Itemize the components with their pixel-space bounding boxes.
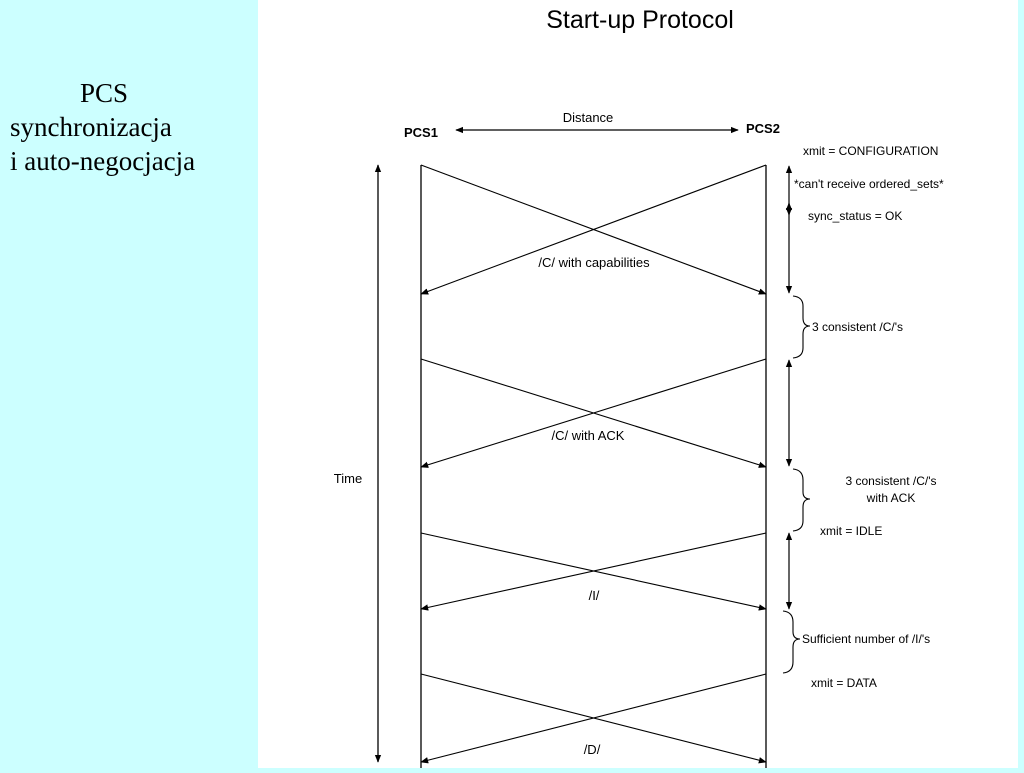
annotation-sufficient-i: Sufficient number of /I/'s	[802, 632, 930, 646]
consistent-c-brace	[792, 295, 811, 359]
diagram-title: Start-up Protocol	[546, 6, 734, 34]
annotation-consistent-c-ack-line1: 3 consistent /C/'s	[846, 474, 937, 488]
exchange-4-label: /D/	[584, 742, 601, 757]
slide-heading: PCS synchronizacja i auto-negocjacja	[0, 76, 258, 178]
consistent-c-ack-brace	[792, 468, 811, 532]
annotation-xmit-idle: xmit = IDLE	[820, 524, 882, 538]
distance-label: Distance	[563, 110, 614, 125]
time-label: Time	[334, 471, 362, 486]
annotation-consistent-c-ack-line2: with ACK	[866, 491, 916, 505]
annotation-cant-receive: *can't receive ordered_sets*	[794, 177, 944, 191]
exchange-2-label: /C/ with ACK	[552, 428, 625, 443]
heading-line-synchronizacja: synchronizacja	[10, 112, 172, 142]
endpoint-pcs1: PCS1	[404, 125, 438, 140]
diagram-panel: Start-up Protocol PCS1 PCS2 Distance Tim…	[258, 0, 1018, 768]
endpoint-pcs2: PCS2	[746, 121, 780, 136]
startup-protocol-diagram: Start-up Protocol PCS1 PCS2 Distance Tim…	[334, 6, 944, 768]
exchange-1-right-to-left	[420, 164, 767, 295]
sufficient-i-brace	[782, 610, 801, 674]
annotation-consistent-c: 3 consistent /C/'s	[812, 320, 903, 334]
exchange-3-label: /I/	[589, 588, 600, 603]
exchange-1-label: /C/ with capabilities	[538, 255, 650, 270]
annotation-xmit-configuration: xmit = CONFIGURATION	[803, 144, 938, 158]
panel-right-border	[1018, 0, 1024, 768]
exchange-3-right-to-left	[420, 532, 767, 611]
annotation-sync-status: sync_status = OK	[808, 209, 902, 223]
heading-line-pcs: PCS	[80, 78, 129, 108]
heading-line-auto-negocjacja: i auto-negocjacja	[10, 146, 196, 176]
exchange-4-right-to-left	[420, 673, 767, 764]
annotation-xmit-data: xmit = DATA	[811, 676, 877, 690]
exchange-2-right-to-left	[420, 358, 767, 468]
